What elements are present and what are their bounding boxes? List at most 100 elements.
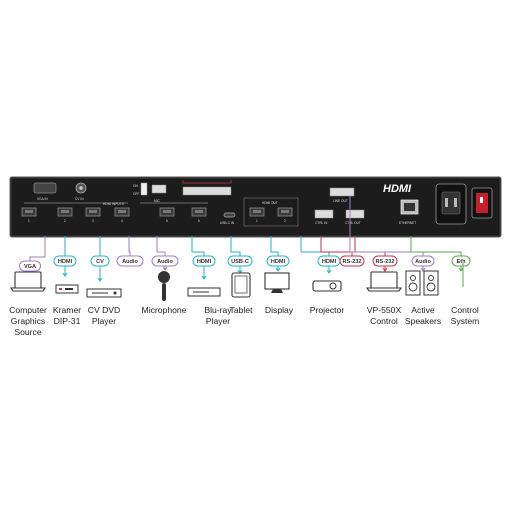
- connection-badge: RS-232: [372, 255, 398, 267]
- cable-line: [156, 236, 166, 256]
- cable-line: [191, 236, 205, 256]
- device-label: CV DVD: [88, 305, 120, 315]
- device-label: Computer: [9, 305, 47, 315]
- svg-text:CTRL IN: CTRL IN: [315, 221, 328, 225]
- device-label: Blu-ray: [204, 305, 232, 315]
- device-label: Microphone: [142, 305, 187, 315]
- badge-text: VGA: [24, 264, 36, 270]
- svg-text:2: 2: [64, 219, 66, 223]
- cable-line: [320, 236, 353, 256]
- device-label: VP-550X: [367, 305, 402, 315]
- cable-line: [349, 196, 424, 256]
- cable-line: [410, 236, 462, 256]
- connection-badge: Eth: [451, 255, 471, 267]
- svg-text:3: 3: [92, 219, 94, 223]
- svg-text:1: 1: [28, 219, 30, 223]
- ctrl-in-terminal: [314, 209, 334, 219]
- badge-text: CV: [96, 259, 104, 265]
- hdmi-input-2: 2: [57, 207, 73, 223]
- svg-text:ETHERNET: ETHERNET: [399, 221, 416, 225]
- device-label: Player: [206, 316, 230, 326]
- badge-text: Eth: [456, 259, 466, 265]
- cable-line: [270, 236, 279, 256]
- badge-text: USB-C: [231, 259, 249, 265]
- svg-text:USB-C IN: USB-C IN: [220, 221, 235, 225]
- badge-text: HDMI: [271, 259, 286, 265]
- svg-text:MIC: MIC: [154, 199, 161, 203]
- badge-text: Audio: [122, 259, 138, 265]
- device-label: DIP-31: [54, 316, 81, 326]
- cable-links: [27, 196, 464, 282]
- connection-badge: Audio: [151, 255, 179, 267]
- svg-text:OFF: OFF: [133, 192, 139, 196]
- svg-text:4: 4: [121, 219, 123, 223]
- cable-arrow: [97, 277, 103, 282]
- cable-arrow: [62, 272, 68, 277]
- hdmi-input-1: 1: [21, 207, 37, 223]
- projector-icon: [312, 280, 342, 292]
- microphone-icon: [158, 271, 170, 301]
- device-label: Player: [92, 316, 116, 326]
- device-label: Projector: [310, 305, 345, 315]
- connection-badge: HDMI: [317, 255, 341, 267]
- dvd-player-icon: [86, 288, 122, 298]
- mic-switch: [140, 182, 148, 196]
- badge-text: HDMI: [58, 259, 73, 265]
- hdmi-input-5: 5: [159, 207, 175, 223]
- cable-arrow: [420, 267, 426, 272]
- connection-badge: VGA: [19, 260, 41, 272]
- cable-arrow: [458, 267, 464, 272]
- badge-text: HDMI: [322, 259, 337, 265]
- cable-line: [29, 236, 46, 261]
- cable-line: [128, 236, 131, 256]
- svg-text:1: 1: [256, 219, 258, 223]
- speakers-icon: [405, 270, 439, 296]
- connection-badge: Audio: [116, 255, 144, 267]
- connection-badge: CV: [90, 255, 110, 267]
- svg-text:LINE OUT: LINE OUT: [333, 199, 348, 203]
- device-label: Kramer: [53, 305, 81, 315]
- hdmi-input-6: 6: [191, 207, 207, 223]
- line-out-terminal: [329, 187, 355, 197]
- device-label: System: [451, 316, 480, 326]
- vga-in-port: [33, 182, 57, 194]
- display-icon: [264, 272, 290, 293]
- hdmi-logo: HDMI: [383, 183, 412, 195]
- cable-arrow: [201, 275, 207, 280]
- cable-line: [230, 236, 241, 256]
- badge-text: HDMI: [197, 259, 212, 265]
- svg-text:CTRL OUT: CTRL OUT: [345, 221, 361, 225]
- badge-text: Audio: [157, 259, 173, 265]
- laptop-icon: [365, 271, 403, 292]
- device-label: Graphics: [11, 316, 45, 326]
- cable-arrow: [275, 267, 281, 272]
- svg-text:6: 6: [198, 219, 200, 223]
- cable-arrow: [382, 267, 388, 272]
- cable-line: [300, 236, 330, 256]
- connection-badge: RS-232: [339, 255, 365, 267]
- switcher-icon: [55, 284, 79, 294]
- connection-badge: HDMI: [266, 255, 290, 267]
- badge-text: Audio: [415, 259, 431, 265]
- connection-badge: HDMI: [192, 255, 216, 267]
- device-label: Source: [14, 327, 41, 337]
- svg-text:ON: ON: [133, 184, 138, 188]
- device-icons: [9, 261, 464, 301]
- device-label: Display: [265, 305, 294, 315]
- svg-text:5: 5: [166, 219, 168, 223]
- hdmi-out-label: HDMI OUT: [262, 201, 278, 205]
- hdmi-input-4: 4: [114, 207, 130, 223]
- ctrl-out-terminal: [345, 209, 365, 219]
- device-label: Control: [451, 305, 479, 315]
- hdmi-output-2: 2: [277, 207, 293, 223]
- vga-in-label: VGA IN: [37, 197, 48, 201]
- mic-terminal: [151, 184, 167, 194]
- cable-arrow: [162, 266, 168, 271]
- audio-terminal-block: [182, 186, 232, 196]
- hdmi-output-1: 1: [249, 207, 265, 223]
- hdmi-inputs-label: HDMI INPUTS: [103, 202, 124, 206]
- connection-badge: HDMI: [53, 255, 77, 267]
- usb-c-in-port: [223, 212, 236, 218]
